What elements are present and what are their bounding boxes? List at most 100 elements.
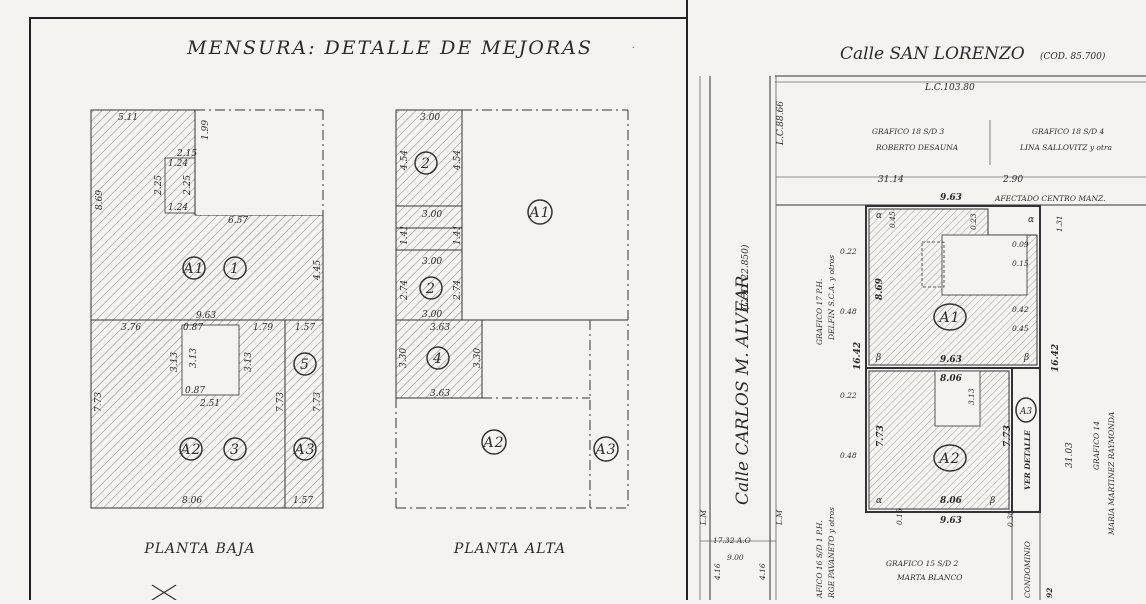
pb-dim: 0.87 [183, 323, 203, 333]
dim: 0.45 [1012, 324, 1029, 333]
pa-dim: 3.00 [422, 310, 442, 320]
greek-label: α [876, 211, 882, 221]
pa-dim: 4.54 [400, 150, 410, 171]
pb-dim: 1.99 [201, 120, 211, 140]
pb-dim: 3.13 [244, 352, 254, 372]
pb-dim: 8.06 [182, 496, 202, 506]
pb-dim: 9.63 [196, 311, 216, 321]
neighbor-label: AFICO 16 S/D 1 P.H. [815, 520, 824, 599]
pb-dim: 2.25 [154, 175, 164, 196]
pb-dim: 1.24 [168, 159, 188, 169]
street-san-lorenzo: Calle SAN LORENZO [840, 44, 1025, 64]
zone-label: A2 [937, 451, 960, 467]
afectado-label: AFECTADO CENTRO MANZ. [994, 194, 1105, 203]
zone-label: 2 [420, 156, 431, 172]
pb-dim: 2.25 [183, 175, 193, 196]
pb-dim: 2.15 [176, 149, 197, 159]
pb-dim: 1.24 [168, 203, 188, 213]
zone-label: 1 [230, 261, 240, 277]
pa-dim: 2.74 [400, 280, 410, 301]
neighbor-label: GRAFICO 18 S/D 4 [1032, 127, 1104, 136]
pb-dim: 1.57 [295, 323, 315, 333]
dim: 8.06 [940, 374, 963, 384]
planta-alta: 3.00 4.54 4.54 3.00 1.41 1.41 3.00 2.74 … [395, 109, 629, 509]
pa-dim: 3.00 [420, 113, 440, 123]
pa-dim: 1.41 [453, 225, 463, 245]
pb-dim: 7.73 [276, 392, 286, 412]
pa-dim: 3.00 [422, 257, 442, 267]
dim: 8.69 [875, 277, 885, 300]
zone-label: A3 [1019, 407, 1032, 417]
pb-dim: 5.11 [118, 113, 138, 123]
pb-dim: 8.69 [95, 190, 105, 210]
pb-dim: 3.13 [170, 352, 180, 372]
pa-dim: 1.41 [400, 225, 410, 245]
dim: 16.42 [853, 342, 863, 370]
street-carlos-alvear: Calle CARLOS M. ALVEAR [733, 275, 753, 505]
dim: 8.06 [940, 496, 963, 506]
pb-dim: 2.51 [199, 399, 220, 409]
ver-detalle-label: VER DETALLE [1023, 430, 1032, 490]
zone-label: A3 [593, 442, 616, 458]
condominio-label: CONDOMINIO [1023, 541, 1032, 598]
neighbor-label: LINA SALLOVITZ y otra [1019, 143, 1112, 152]
greek-label: β [875, 353, 881, 363]
pb-dim: 1.57 [293, 496, 313, 506]
neighbor-label: GRAFICO 14 [1092, 421, 1101, 470]
pb-dim: 3.13 [189, 348, 199, 368]
greek-label: α [1028, 215, 1034, 225]
street-left-code: (COD. 22.850) [740, 244, 751, 310]
zone-label: A3 [292, 442, 315, 458]
dim: 0.15 [1012, 259, 1029, 268]
pa-dim: 4.54 [453, 150, 463, 171]
pa-dim: 3.63 [430, 323, 450, 333]
pa-dim: 3.00 [422, 210, 442, 220]
planta-baja: 5.11 1.99 2.15 1.24 2.25 2.25 1.24 8.69 … [90, 109, 324, 509]
dim: 31.14 [878, 175, 904, 185]
dim: 0.45 [888, 211, 897, 228]
zone-label: A2 [178, 442, 201, 458]
dim: 0.30 [1006, 510, 1015, 527]
dim: 31.03 [1065, 442, 1075, 468]
greek-label: β [989, 496, 995, 506]
dim: 0.48 [840, 307, 857, 316]
planta-baja-caption: PLANTA BAJA [143, 541, 255, 557]
dim: 9.63 [940, 516, 962, 526]
pb-dim: 0.87 [185, 386, 205, 396]
zone-label: A2 [481, 435, 504, 451]
zone-label: 5 [300, 357, 310, 373]
dim: 9.63 [940, 193, 962, 203]
dim: L.M [699, 510, 708, 526]
dim: 0.15 [895, 508, 904, 525]
neighbor-label: DELFIN S.C.A. y otros [827, 255, 836, 341]
dim: 2.90 [1002, 175, 1023, 185]
zone-label: 3 [230, 442, 240, 458]
dim: 17.32 A.O [713, 536, 751, 545]
dim: 0.48 [840, 451, 857, 460]
dim: 16.42 [1051, 344, 1061, 372]
dim: 0.22 [840, 247, 857, 256]
zone-label: 4 [432, 351, 443, 367]
dim: 0.22 [840, 391, 857, 400]
neighbor-label: GRAFICO 17 P.H. [815, 279, 824, 345]
dim: 7.73 [876, 425, 886, 447]
neighbor-label: ROBERTO DESAUNA [875, 143, 959, 152]
zone-label: 2 [425, 281, 436, 297]
pa-dim: 3.30 [473, 348, 483, 368]
pb-dim: 3.76 [121, 323, 141, 333]
dim: 1.31 [1055, 215, 1064, 232]
dim: 3.13 [967, 388, 976, 405]
greek-label: α [876, 496, 882, 506]
dim: 0.09 [1012, 240, 1029, 249]
pa-dim: 3.63 [430, 389, 450, 399]
pb-dim: 1.79 [253, 323, 273, 333]
pb-dim: 7.73 [313, 392, 323, 412]
pb-dim: 6.57 [228, 216, 248, 226]
pa-dim: 3.30 [399, 348, 409, 368]
pb-dim: 4.45 [313, 260, 323, 281]
pb-dim: 7.73 [94, 392, 104, 412]
neighbor-label: MARIA MARTINEZ RAYMONDA [1107, 411, 1116, 536]
lc-left: L.C.88.66 [776, 101, 786, 146]
